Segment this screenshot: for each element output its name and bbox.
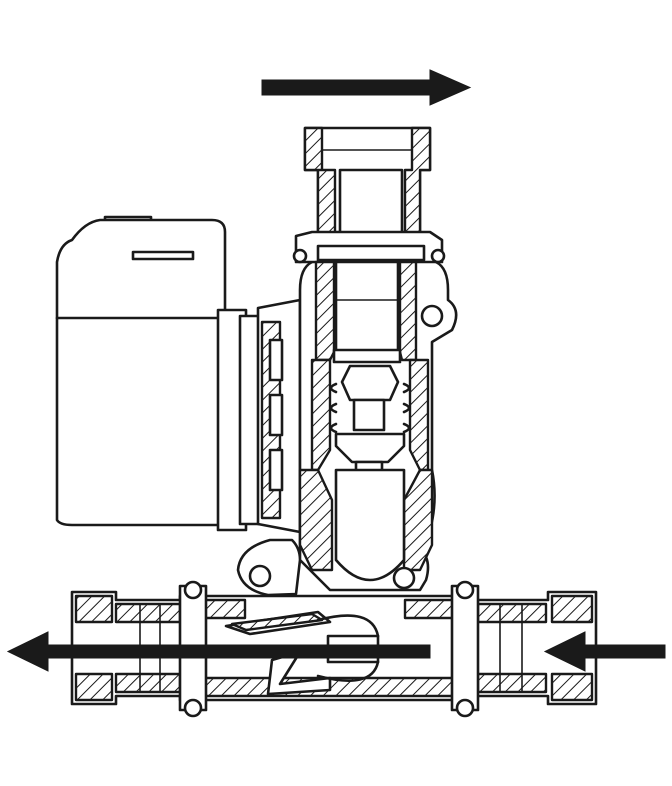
pipe-inlet-flow-arrow — [543, 631, 666, 672]
valve-body — [236, 126, 458, 597]
impeller-flange — [256, 298, 302, 534]
motor-housing — [55, 215, 264, 532]
pipe-flow-through-arrow — [6, 631, 431, 672]
top-outlet-flow-arrow — [261, 69, 472, 106]
